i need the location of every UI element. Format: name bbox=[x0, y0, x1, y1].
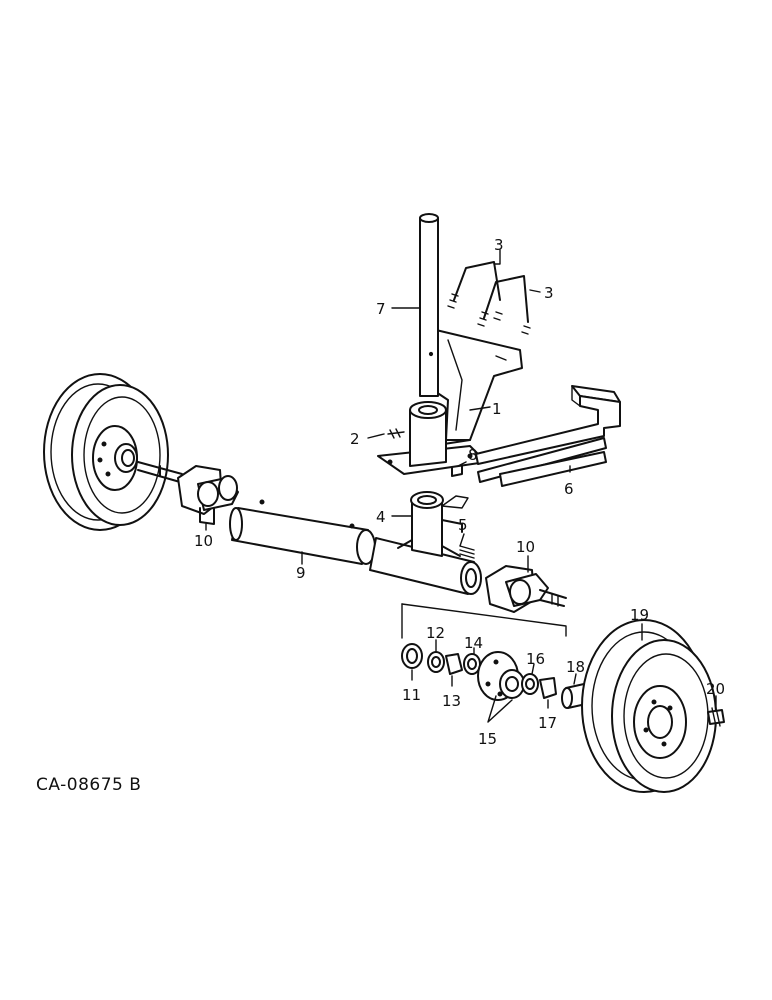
callout-14: 14 bbox=[464, 634, 483, 652]
callout-4: 4 bbox=[376, 508, 386, 526]
seal bbox=[401, 643, 423, 669]
wheel-bolt bbox=[707, 707, 725, 727]
callout-7: 7 bbox=[376, 300, 386, 318]
right-wheel-disc bbox=[633, 685, 687, 759]
callouts: 1 2 3 3 4 5 6 7 8 9 10 10 11 12 13 14 15… bbox=[194, 236, 725, 748]
leader-lines bbox=[205, 249, 717, 723]
inner-bearing-cone bbox=[445, 653, 463, 675]
outer-bearing-cup bbox=[521, 673, 539, 695]
callout-2: 2 bbox=[350, 430, 360, 448]
callout-13: 13 bbox=[442, 692, 461, 710]
u-bolts bbox=[447, 261, 531, 335]
side-bar bbox=[475, 385, 621, 487]
figure-id: CA-08675 B bbox=[36, 775, 141, 795]
axle-tube bbox=[229, 499, 376, 565]
right-wheel bbox=[581, 619, 717, 793]
callout-9: 9 bbox=[296, 564, 306, 582]
callout-10-right: 10 bbox=[516, 538, 535, 556]
right-spindle bbox=[485, 565, 567, 613]
bearing-kit bbox=[401, 603, 587, 709]
callout-6: 6 bbox=[564, 480, 574, 498]
hub bbox=[477, 651, 525, 701]
callout-11: 11 bbox=[402, 686, 421, 704]
callout-3-right: 3 bbox=[544, 284, 554, 302]
outer-bearing-cone bbox=[539, 677, 557, 699]
callout-3-upper: 3 bbox=[494, 236, 504, 254]
callout-16: 16 bbox=[526, 650, 545, 668]
callout-8: 8 bbox=[468, 446, 478, 464]
support-standard bbox=[377, 329, 523, 475]
left-spindle bbox=[137, 461, 239, 525]
axle-center bbox=[369, 491, 482, 595]
callout-20: 20 bbox=[706, 680, 725, 698]
bolt bbox=[387, 428, 405, 439]
callout-19: 19 bbox=[630, 606, 649, 624]
callout-18: 18 bbox=[566, 658, 585, 676]
callout-10-left: 10 bbox=[194, 532, 213, 550]
callout-12: 12 bbox=[426, 624, 445, 642]
spring-pin bbox=[459, 545, 475, 559]
left-wheel bbox=[43, 373, 169, 531]
callout-5: 5 bbox=[458, 516, 468, 534]
callout-15: 15 bbox=[478, 730, 497, 748]
washer bbox=[427, 651, 445, 673]
callout-1: 1 bbox=[492, 400, 502, 418]
stem bbox=[419, 213, 439, 397]
callout-17: 17 bbox=[538, 714, 557, 732]
